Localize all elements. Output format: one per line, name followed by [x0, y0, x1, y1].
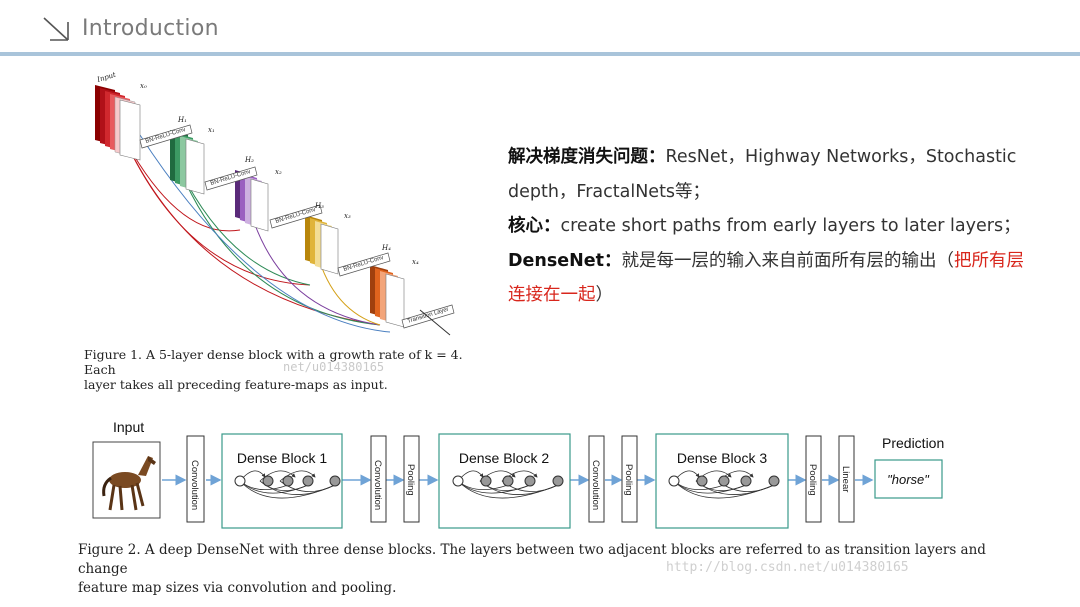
pooling-box: [805, 435, 822, 523]
horse-image: [92, 441, 161, 519]
summary-heading-vanishing: 解决梯度消失问题：: [508, 147, 666, 167]
feature-maps-x2: [235, 170, 269, 232]
pooling-box: [403, 435, 420, 523]
corner-arrow-icon: [43, 17, 69, 41]
header-divider: [0, 52, 1080, 56]
densenet-pipeline-diagram: Input Convolution Convoluti: [92, 419, 944, 529]
feature-maps-x4: [370, 265, 405, 328]
connection-curve: [179, 169, 311, 286]
linear-label: Linear: [840, 466, 851, 492]
bn-relu-conv-band: [139, 124, 193, 149]
summary-text: 解决梯度消失问题：ResNet，Highway Networks，Stochas…: [508, 140, 1068, 313]
figure1-caption-line2: layer takes all preceding feature-maps a…: [84, 377, 388, 392]
bn-relu-conv-band: [269, 204, 323, 229]
pooling-box: [621, 435, 638, 523]
convolution-label: Convolution: [189, 460, 200, 510]
connection-curve: [124, 139, 311, 286]
summary-highlight: 把所有层: [954, 250, 1025, 271]
dense-block-1-nodes: [234, 470, 341, 499]
figure1-caption: Figure 1. A 5-layer dense block with a g…: [84, 347, 464, 392]
convolution-label: Convolution: [590, 460, 601, 510]
h4-label: H₄: [381, 244, 391, 252]
connection-curve: [124, 139, 241, 232]
watermark: net/u014380165: [283, 360, 385, 374]
figure2-caption: Figure 2. A deep DenseNet with three den…: [78, 541, 998, 598]
input-label: Input: [95, 71, 117, 85]
summary-text-core: create short paths from early layers to …: [560, 216, 1021, 236]
bn-relu-conv-band: [204, 166, 258, 191]
convolution-box: [186, 435, 205, 523]
dense-block-3-label: Dense Block 3: [677, 450, 767, 466]
connection-curve: [179, 169, 381, 326]
prediction-value: "horse": [887, 472, 930, 487]
summary-highlight-cont: 连接在一起: [508, 285, 596, 305]
dense-block-1-label: Dense Block 1: [237, 450, 327, 466]
h1-label: H₁: [177, 116, 187, 124]
x0-label: x₀: [140, 82, 147, 90]
x3-label: x₃: [344, 212, 351, 220]
watermark: http://blog.csdn.net/u014380165: [666, 560, 909, 575]
figure2-caption-line1: Figure 2. A deep DenseNet with three den…: [78, 542, 986, 577]
feature-maps-x1: [170, 130, 205, 195]
summary-heading-densenet: DenseNet：: [508, 250, 622, 271]
connection-curve: [249, 209, 381, 326]
h2-label: H₂: [244, 156, 254, 164]
summary-text-vanishing: ResNet，Highway Networks，Stochastic: [665, 147, 1017, 167]
x4-label: x₄: [412, 258, 419, 266]
pooling-label: Pooling: [623, 464, 634, 496]
input-label: Input: [113, 419, 144, 435]
figure2-caption-line2: feature map sizes via convolution and po…: [78, 580, 397, 596]
convolution-label: Convolution: [372, 460, 383, 510]
h3-label: H₃: [314, 202, 324, 210]
summary-text-close: ）: [595, 285, 614, 305]
convolution-box: [370, 435, 387, 523]
pooling-label: Pooling: [405, 464, 416, 496]
x2-label: x₂: [275, 168, 282, 176]
x1-label: x₁: [208, 126, 215, 134]
summary-text-densenet: 就是每一层的输入来自前面所有层的输出（: [621, 250, 955, 271]
summary-text-vanishing-cont: depth，FractalNets等；: [508, 181, 711, 202]
dense-block-diagram: BN-ReLU-Conv BN-ReLU-Conv BN-ReLU-Conv B…: [95, 71, 455, 336]
pooling-label: Pooling: [807, 464, 818, 496]
bn-relu-conv-band: [337, 252, 391, 277]
summary-heading-core: 核心：: [508, 216, 561, 236]
dense-block-3-nodes: [668, 470, 780, 499]
feature-maps-x0: [95, 85, 141, 161]
prediction-box: [874, 459, 943, 499]
dense-block-2-label: Dense Block 2: [459, 450, 549, 466]
connection-curve: [139, 134, 391, 333]
prediction-label: Prediction: [882, 435, 944, 451]
convolution-box: [588, 435, 605, 523]
dense-block-2-nodes: [452, 470, 564, 499]
linear-box: [838, 435, 855, 523]
figure1-caption-line1: Figure 1. A 5-layer dense block with a g…: [84, 347, 463, 377]
page-title: Introduction: [82, 16, 219, 41]
feature-maps-x3: [305, 215, 339, 275]
